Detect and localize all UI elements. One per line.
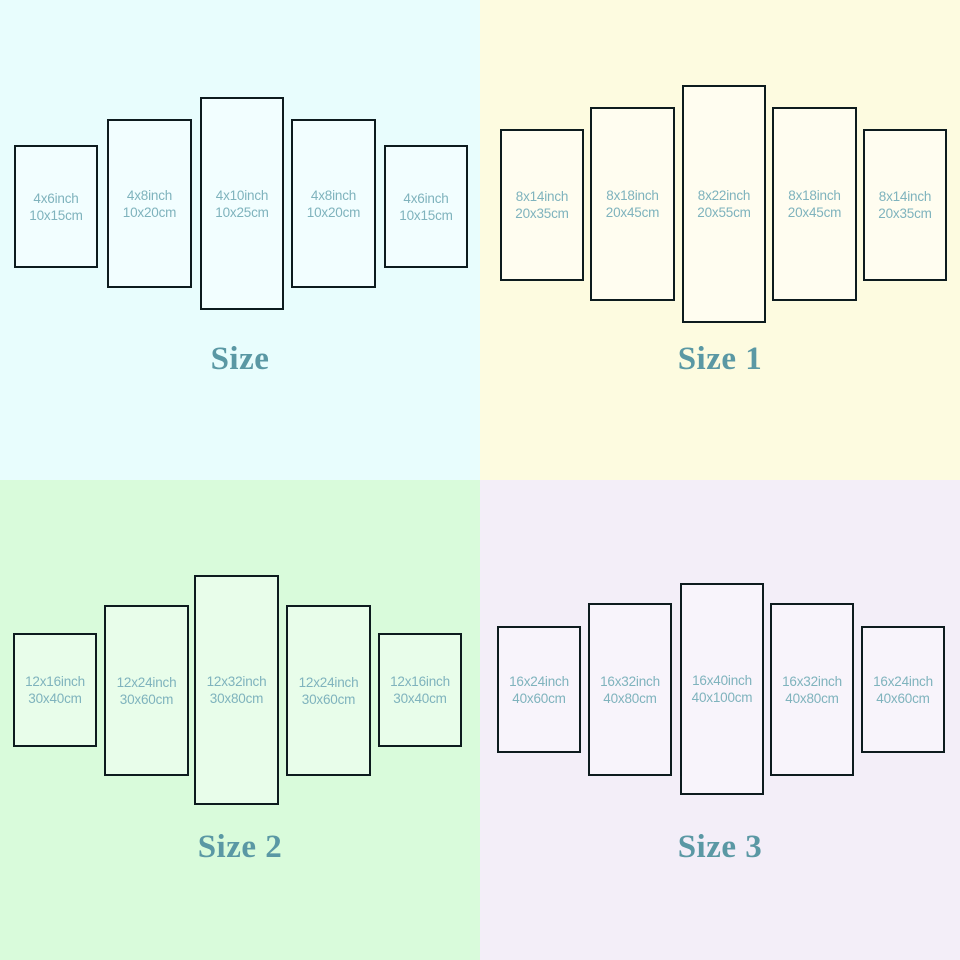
panel-size-inch: 16x32inch bbox=[782, 673, 842, 689]
panel-size-label: 12x16inch 30x40cm bbox=[390, 673, 450, 707]
panel-size-inch: 8x18inch bbox=[788, 188, 841, 203]
panel-size-label: 8x18inch 20x45cm bbox=[605, 187, 660, 221]
panel-size-label: 8x14inch 20x35cm bbox=[515, 188, 569, 222]
size-group-size-1[interactable]: 8x14inch 20x35cm 8x18inch 20x45cm 8x22inch 20… bbox=[480, 0, 960, 480]
group-caption-size-1: Size 1 bbox=[677, 341, 763, 377]
panel-size-cm: 20x35cm bbox=[878, 206, 932, 221]
panel-size-cm: 20x45cm bbox=[787, 205, 842, 220]
panel-size-cm: 20x55cm bbox=[697, 205, 751, 220]
panel-size-cm: 40x60cm bbox=[876, 690, 930, 706]
panel-size-inch: 8x18inch bbox=[606, 188, 659, 203]
panel-size-label: 16x40inch 40x100cm bbox=[692, 672, 753, 706]
panel-size-inch: 12x16inch bbox=[25, 674, 85, 689]
panel-size-inch: 12x32inch bbox=[206, 674, 267, 689]
panel-size-cm: 30x60cm bbox=[301, 691, 356, 707]
panel-size-inch: 12x24inch bbox=[298, 674, 359, 690]
panel-size-label: 12x32inch 30x80cm bbox=[207, 673, 267, 707]
panel-size-inch: 16x24inch bbox=[509, 673, 569, 689]
canvas-panel[interactable]: 16x40inch 40x100cm bbox=[680, 583, 764, 795]
canvas-panel[interactable]: 8x14inch 20x35cm bbox=[863, 129, 947, 281]
panel-size-inch: 8x14inch bbox=[878, 189, 932, 204]
panel-size-cm: 40x60cm bbox=[512, 690, 566, 706]
panel-size-inch: 8x22inch bbox=[697, 188, 751, 203]
panel-size-cm: 30x60cm bbox=[119, 691, 174, 707]
panel-size-cm: 40x100cm bbox=[691, 690, 753, 705]
panel-size-cm: 30x40cm bbox=[28, 691, 82, 706]
canvas-panel[interactable]: 8x22inch 20x55cm bbox=[682, 85, 766, 323]
panel-size-cm: 10x25cm bbox=[215, 204, 269, 220]
panel-size-inch: 4x8inch bbox=[126, 187, 173, 203]
panel-size-label: 8x22inch 20x55cm bbox=[697, 187, 751, 221]
canvas-panel[interactable]: 8x14inch 20x35cm bbox=[500, 129, 584, 281]
panel-size-inch: 4x6inch bbox=[33, 190, 79, 206]
panel-size-cm: 10x20cm bbox=[306, 204, 361, 220]
panel-size-cm: 20x45cm bbox=[605, 205, 660, 220]
canvas-panel[interactable]: 12x16inch 30x40cm bbox=[13, 633, 97, 747]
panel-size-inch: 16x40inch bbox=[692, 673, 752, 688]
panel-size-cm: 10x15cm bbox=[399, 207, 453, 223]
canvas-panel[interactable]: 12x32inch 30x80cm bbox=[194, 575, 279, 805]
panel-size-cm: 10x20cm bbox=[122, 204, 177, 220]
group-caption-size-2: Size 2 bbox=[197, 829, 283, 865]
panel-size-cm: 10x15cm bbox=[29, 207, 83, 223]
panel-size-label: 8x18inch 20x45cm bbox=[787, 187, 842, 221]
panel-size-inch: 8x14inch bbox=[515, 189, 569, 204]
panel-size-label: 12x16inch 30x40cm bbox=[25, 673, 85, 707]
panel-size-inch: 12x24inch bbox=[116, 674, 177, 690]
panel-size-cm: 20x35cm bbox=[515, 206, 569, 221]
canvas-panel[interactable]: 8x18inch 20x45cm bbox=[590, 107, 675, 301]
panel-size-cm: 40x80cm bbox=[785, 690, 839, 706]
panel-size-inch: 12x16inch bbox=[390, 674, 450, 689]
panel-size-inch: 4x6inch bbox=[403, 190, 449, 206]
panel-size-cm: 30x80cm bbox=[209, 691, 264, 706]
panel-cluster-size-1: 8x14inch 20x35cm 8x18inch 20x45cm 8x22inch 20… bbox=[480, 0, 960, 480]
panel-size-cm: 40x80cm bbox=[603, 690, 657, 706]
canvas-panel[interactable]: 8x18inch 20x45cm bbox=[772, 107, 857, 301]
group-caption-size-3: Size 3 bbox=[677, 829, 763, 865]
panel-size-inch: 16x24inch bbox=[873, 673, 933, 689]
canvas-panel[interactable]: 12x16inch 30x40cm bbox=[378, 633, 462, 747]
panel-size-inch: 4x10inch bbox=[215, 187, 269, 203]
panel-size-label: 8x14inch 20x35cm bbox=[878, 188, 932, 222]
panel-size-inch: 16x32inch bbox=[600, 673, 660, 689]
group-caption-size: Size bbox=[210, 341, 270, 377]
panel-size-cm: 30x40cm bbox=[393, 691, 447, 706]
panel-size-inch: 4x8inch bbox=[310, 187, 357, 203]
